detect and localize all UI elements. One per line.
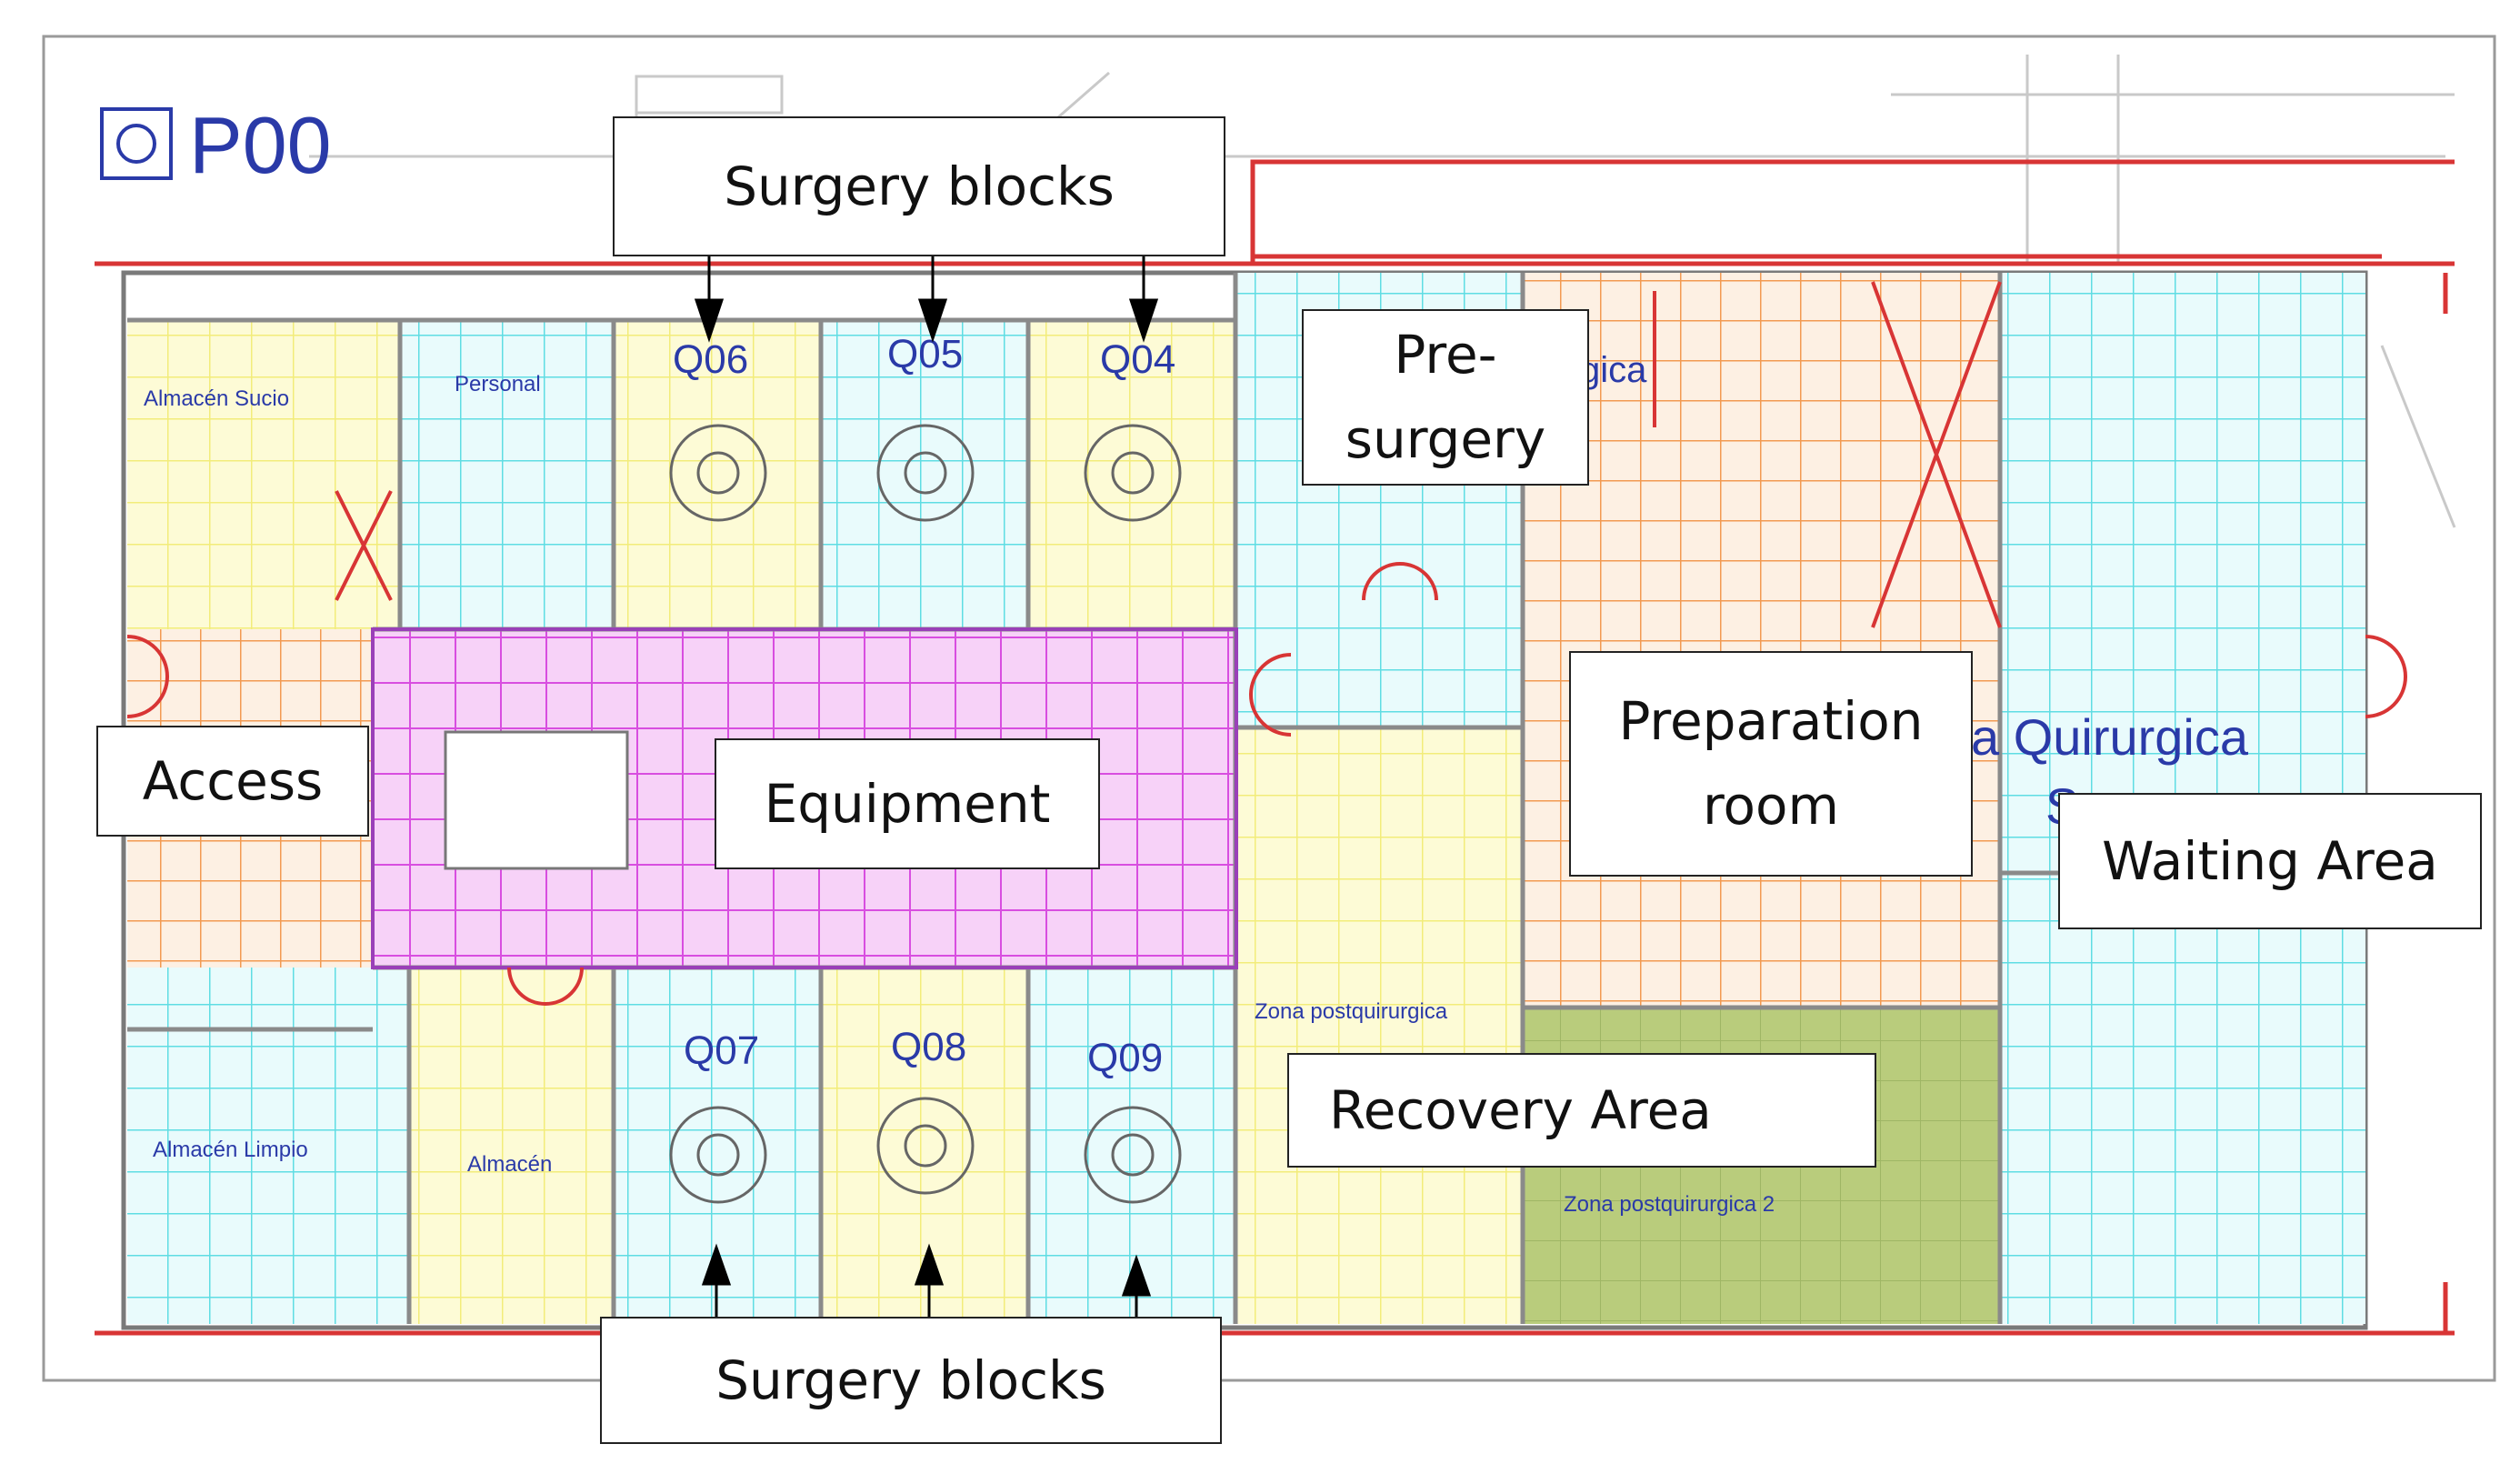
callout-surgery-blocks-bottom: Surgery blocks (600, 1317, 1222, 1444)
callout-equipment-text: Equipment (764, 772, 1051, 835)
callout-access-text: Access (142, 749, 324, 812)
room-fragment-gica: gica (1580, 350, 1647, 390)
room-fragment-quirurgica: a Quirurgica (1971, 708, 2249, 766)
room-code-q04: Q04 (1100, 337, 1175, 382)
zone-q05 (821, 320, 1028, 629)
callout-surgery-blocks-bottom-text: Surgery blocks (715, 1349, 1106, 1411)
floor-code-badge (100, 107, 173, 180)
floor-code: P00 (189, 100, 332, 190)
exterior-red-lines (95, 159, 2455, 1336)
callout-preparation-line2: room (1702, 775, 1840, 837)
zone-almacen-sucio (127, 320, 400, 629)
callout-recovery-area-text: Recovery Area (1329, 1078, 1712, 1141)
zone-almacen (409, 968, 614, 1324)
room-code-q07: Q07 (684, 1028, 759, 1073)
zone-q09 (1028, 968, 1235, 1324)
callout-preparation-line1: Preparation (1618, 690, 1924, 753)
zone-recovery-left (1235, 727, 1526, 1324)
room-almacen: Almacén (467, 1152, 552, 1177)
callout-recovery-area: Recovery Area (1287, 1053, 1876, 1168)
callout-equipment: Equipment (715, 738, 1100, 869)
callout-surgery-blocks-top-text: Surgery blocks (724, 155, 1115, 217)
magenta-walls (371, 627, 1238, 969)
room-almacen-sucio: Almacén Sucio (144, 386, 289, 411)
callout-surgery-blocks-top: Surgery blocks (613, 116, 1225, 256)
zone-almacen-limpio (127, 968, 409, 1324)
zone-personal (400, 320, 614, 629)
room-code-q08: Q08 (891, 1025, 966, 1069)
callout-access: Access (96, 726, 369, 837)
room-zona-postquirurgica-2: Zona postquirurgica 2 (1564, 1192, 1775, 1217)
room-personal: Personal (455, 372, 541, 396)
zone-preparation (1523, 273, 2000, 1008)
floor-code-badge-circle (116, 124, 156, 164)
room-almacen-limpio: Almacén Limpio (153, 1138, 308, 1162)
room-code-q05: Q05 (887, 332, 963, 376)
callout-pre-surgery-line1: Pre- (1394, 324, 1497, 386)
room-code-q06: Q06 (673, 337, 748, 382)
door-swings (126, 562, 2407, 1006)
equipment-room-box (444, 730, 629, 870)
callout-pre-surgery-line2: surgery (1345, 408, 1546, 470)
red-wall-marks (335, 281, 2002, 628)
room-code-q09: Q09 (1087, 1036, 1163, 1080)
callout-pre-surgery: Pre- surgery (1302, 309, 1589, 486)
zone-q04 (1028, 320, 1235, 629)
callout-waiting-area: Waiting Area (2058, 793, 2482, 929)
surgery-furniture (669, 424, 1182, 1204)
room-zona-postquirurgica: Zona postquirurgica (1255, 999, 1448, 1024)
zone-q06 (614, 320, 821, 629)
callout-waiting-area-text: Waiting Area (2102, 829, 2438, 892)
callout-preparation-room: Preparation room (1569, 651, 1973, 877)
